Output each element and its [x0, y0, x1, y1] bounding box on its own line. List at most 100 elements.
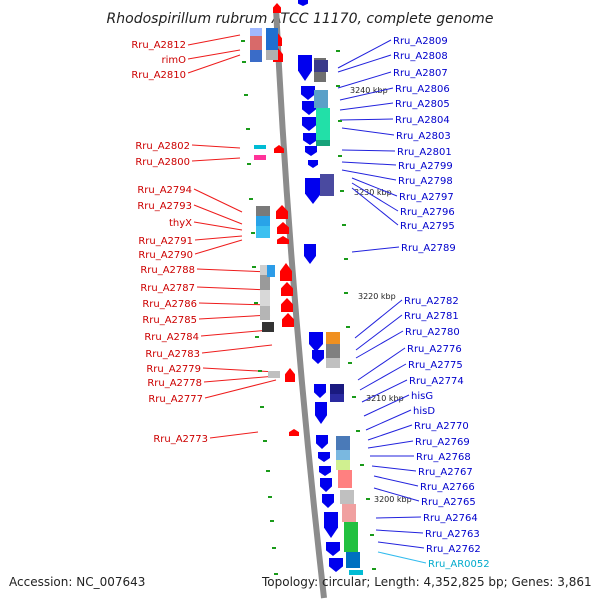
annotation-block — [314, 90, 328, 108]
gene-label[interactable]: Rru_A2805 — [395, 99, 450, 110]
map-title: Rhodospirillum rubrum ATCC 11170, comple… — [107, 11, 494, 27]
gene-label[interactable]: Rru_A2776 — [407, 344, 462, 355]
gene-label[interactable]: Rru_A2764 — [423, 513, 478, 524]
gene-label[interactable]: Rru_A2795 — [400, 221, 455, 232]
position-tick — [247, 163, 251, 165]
gene-label[interactable]: Rru_A2787 — [140, 283, 195, 294]
position-tick — [246, 128, 250, 130]
gene-label[interactable]: hisG — [411, 391, 433, 402]
gene-label[interactable]: Rru_A2808 — [393, 51, 448, 62]
gene-arrow-reverse — [305, 178, 321, 204]
position-tick — [274, 573, 278, 575]
gene-label[interactable]: Rru_A2769 — [415, 437, 470, 448]
gene-label[interactable]: thyX — [169, 218, 192, 229]
position-tick — [352, 396, 356, 398]
gene-arrow-reverse — [318, 452, 330, 462]
scale-tick-label: 3210 kbp — [366, 394, 404, 403]
position-tick — [340, 190, 344, 192]
gene-label[interactable]: Rru_A2770 — [414, 421, 469, 432]
leader-line — [191, 157, 241, 162]
gene-label[interactable]: Rru_A2801 — [397, 147, 452, 158]
gene-label[interactable]: Rru_A2777 — [148, 394, 203, 405]
gene-label[interactable]: Rru_A2791 — [138, 236, 193, 247]
gene-label[interactable]: Rru_A2767 — [418, 467, 473, 478]
position-tick — [266, 470, 270, 472]
gene-label[interactable]: Rru_A2774 — [409, 376, 464, 387]
gene-label[interactable]: Rru_A2806 — [395, 84, 450, 95]
gene-label[interactable]: Rru_A2778 — [147, 378, 202, 389]
scale-tick-label: 3240 kbp — [350, 86, 388, 95]
gene-arrow-reverse — [326, 542, 340, 556]
gene-arrow-reverse — [315, 402, 327, 424]
gene-arrow-forward — [277, 222, 289, 234]
gene-label[interactable]: Rru_A2768 — [416, 452, 471, 463]
gene-label[interactable]: Rru_A2802 — [135, 141, 190, 152]
leader-line — [375, 516, 422, 519]
leader-line — [363, 394, 410, 417]
gene-label[interactable]: Rru_A2807 — [393, 68, 448, 79]
gene-label[interactable]: Rru_A2783 — [145, 349, 200, 360]
gene-label[interactable]: Rru_A2780 — [405, 327, 460, 338]
left-gene-labels: Rru_A2812 rimO Rru_A2810 Rru_A2802 Rru_A… — [131, 40, 208, 445]
gene-label[interactable]: Rru_A2790 — [138, 250, 193, 261]
gene-label[interactable]: Rru_A2799 — [398, 161, 453, 172]
position-tick — [255, 336, 259, 338]
leader-line — [365, 409, 412, 431]
position-tick — [258, 370, 262, 372]
annotation-block — [250, 28, 262, 36]
gene-label[interactable]: Rru_A2766 — [420, 482, 475, 493]
leader-line — [341, 149, 396, 152]
leader-line — [351, 182, 399, 212]
gene-label[interactable]: Rru_A2784 — [144, 332, 199, 343]
gene-label[interactable]: Rru_A2779 — [146, 364, 201, 375]
gene-label[interactable]: Rru_A2785 — [142, 315, 197, 326]
annotation-block — [262, 322, 274, 332]
leader-line — [351, 177, 398, 197]
gene-label[interactable]: Rru_A2763 — [425, 529, 480, 540]
gene-label[interactable]: Rru_A2803 — [396, 131, 451, 142]
gene-arrow-reverse — [302, 117, 316, 131]
gene-label[interactable]: Rru_A2800 — [135, 157, 190, 168]
gene-label[interactable]: Rru_A2775 — [408, 360, 463, 371]
position-tick — [260, 406, 264, 408]
leader-line — [354, 299, 403, 339]
annotation-block — [338, 470, 352, 488]
gene-label[interactable]: Rru_A2773 — [153, 434, 208, 445]
gene-label[interactable]: Rru_A2809 — [393, 36, 448, 47]
gene-arrow-reverse — [312, 350, 324, 364]
gene-label[interactable]: Rru_A2812 — [131, 40, 186, 51]
gene-arrow-forward — [281, 298, 293, 312]
leader-line — [196, 268, 271, 273]
gene-arrow-reverse — [320, 478, 332, 492]
gene-label[interactable]: Rru_A2798 — [398, 176, 453, 187]
leader-line — [351, 187, 399, 226]
annotation-block — [316, 108, 330, 140]
gene-label[interactable]: Rru_A2793 — [137, 201, 192, 212]
gene-label[interactable]: Rru_A2794 — [137, 185, 192, 196]
gene-arrow-reverse — [316, 435, 328, 449]
gene-arrow-forward — [285, 368, 295, 382]
leader-line — [337, 71, 392, 89]
annotation-block — [256, 206, 270, 216]
gene-label[interactable]: Rru_A2782 — [404, 296, 459, 307]
gene-arrow-forward — [280, 263, 292, 281]
gene-label[interactable]: Rru_A2788 — [140, 265, 195, 276]
gene-label[interactable]: Rru_A2789 — [401, 243, 456, 254]
gene-label[interactable]: Rru_AR0052 — [428, 559, 490, 570]
gene-label[interactable]: Rru_A2804 — [395, 115, 450, 126]
gene-label[interactable]: Rru_A2786 — [142, 299, 197, 310]
annotation-block — [267, 265, 275, 277]
gene-label[interactable]: Rru_A2810 — [131, 70, 186, 81]
leader-line — [341, 169, 397, 181]
gene-label[interactable]: rimO — [161, 55, 186, 66]
gene-arrow-reverse — [304, 244, 316, 264]
gene-label[interactable]: Rru_A2796 — [400, 207, 455, 218]
gene-label[interactable]: hisD — [413, 406, 435, 417]
annotation-block — [250, 36, 262, 50]
gene-label[interactable]: Rru_A2797 — [399, 192, 454, 203]
position-tick — [254, 302, 258, 304]
gene-label[interactable]: Rru_A2765 — [421, 497, 476, 508]
gene-label[interactable]: Rru_A2781 — [404, 311, 459, 322]
leader-line — [373, 475, 419, 487]
gene-label[interactable]: Rru_A2762 — [426, 544, 481, 555]
